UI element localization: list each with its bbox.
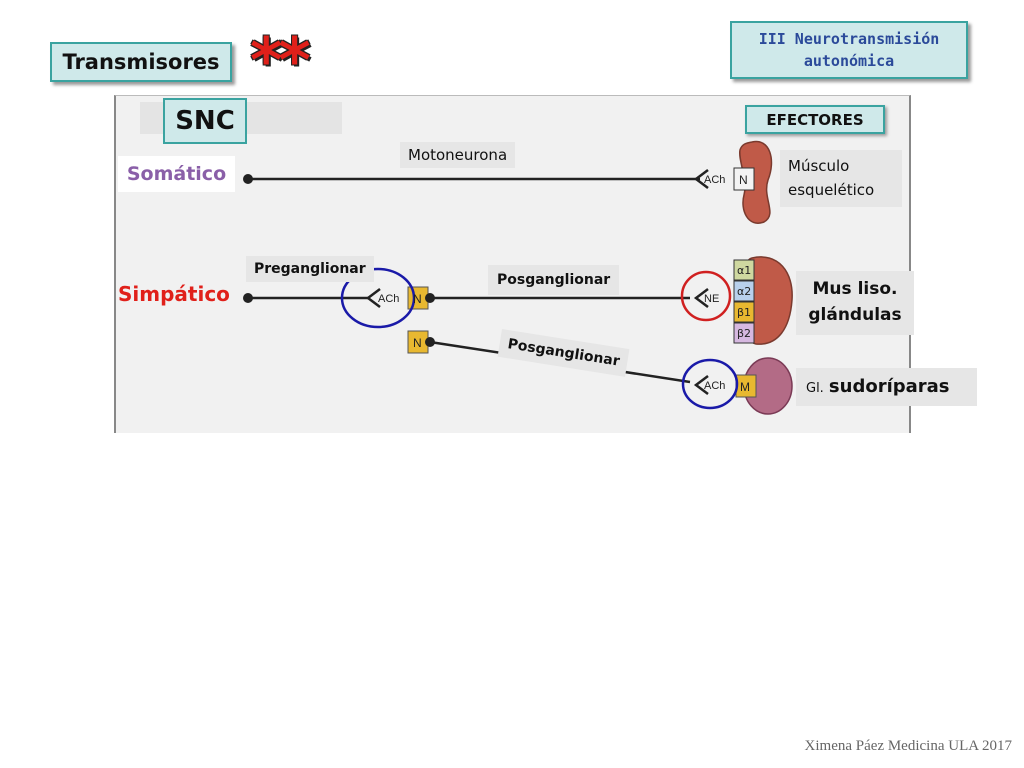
beta1-receptor-box	[733, 301, 755, 323]
skeletal-muscle-label: Músculo esquelético	[780, 150, 902, 207]
smooth-muscle-line-1: Mus liso.	[812, 279, 898, 299]
sympathetic-origin-dot	[243, 293, 253, 303]
n-receptor-label-1: N	[739, 173, 748, 187]
sweat-gland-word: sudoríparas	[828, 376, 950, 397]
skeletal-muscle-shape	[739, 140, 773, 224]
skeletal-muscle-line-2: esquelético	[788, 181, 875, 199]
somatico-label: Somático	[118, 156, 235, 192]
beta2-receptor-box	[733, 322, 755, 344]
importance-stars: **	[250, 24, 311, 97]
alpha1-label: α1	[737, 264, 751, 277]
alpha2-receptor-box	[733, 280, 755, 302]
posganglionic-dot-2	[425, 337, 435, 347]
ne-highlight-circle	[680, 270, 732, 322]
footer-credit: Ximena Páez Medicina ULA 2017	[804, 738, 1012, 754]
n-receptor-box-1	[733, 167, 755, 191]
somatic-terminal	[693, 169, 709, 189]
posganglionic-dot-1	[425, 293, 435, 303]
n-receptor-label-2: N	[413, 292, 422, 306]
snc-label: SNC	[163, 98, 247, 144]
skeletal-muscle-line-1: Músculo	[788, 157, 850, 175]
beta2-label: β2	[737, 327, 751, 340]
n-receptor-label-3: N	[413, 336, 422, 350]
ne-label: NE	[704, 293, 719, 305]
alpha1-receptor-box	[733, 259, 755, 281]
beta1-label: β1	[737, 306, 751, 319]
ne-terminal	[693, 288, 709, 308]
m-receptor-label: M	[740, 380, 750, 394]
smooth-muscle-label: Mus liso. glándulas	[796, 271, 914, 335]
slide-title: Transmisores	[50, 42, 232, 82]
gland-terminal	[693, 375, 709, 395]
efectores-label: EFECTORES	[745, 105, 885, 134]
somatic-origin-dot	[243, 174, 253, 184]
ach-label-preganglionic: ACh	[378, 293, 399, 305]
alpha2-label: α2	[737, 285, 751, 298]
preganglionic-terminal	[365, 288, 381, 308]
preganglionar-label: Preganglionar	[246, 256, 374, 282]
motoneurona-label: Motoneurona	[400, 142, 516, 168]
sweat-gland-label: Gl. sudoríparas	[796, 368, 977, 406]
ganglion-highlight-circle	[340, 267, 416, 329]
smooth-muscle-line-2: glándulas	[808, 305, 902, 325]
section-line-2: autonómica	[803, 52, 895, 70]
ach-label-somatic: ACh	[704, 174, 725, 186]
sweat-gland-prefix: Gl.	[806, 381, 824, 396]
section-badge: III Neurotransmisión autonómica	[730, 21, 968, 79]
gland-highlight-circle	[681, 358, 739, 410]
posganglionar-label-1: Posganglionar	[488, 265, 620, 295]
section-line-1: III Neurotransmisión	[758, 30, 940, 48]
simpatico-label: Simpático	[118, 282, 230, 306]
ach-label-gland: ACh	[704, 380, 725, 392]
